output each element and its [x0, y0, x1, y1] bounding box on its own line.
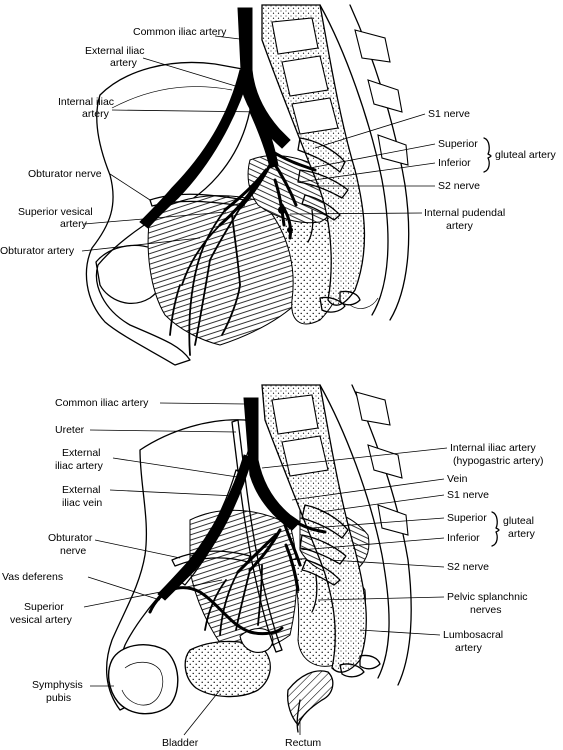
- label-obturator-artery-top: Obturator artery: [0, 245, 75, 257]
- label-lumbosacral-artery-1: Lumbosacral: [443, 629, 503, 641]
- label-lumbosacral-artery-2: artery: [455, 642, 483, 654]
- label-internal-iliac-artery-bottom-2: (hypogastric artery): [453, 455, 543, 467]
- top-illustration: [85, 4, 410, 366]
- label-superior-gluteal-top: Superior: [438, 138, 478, 150]
- label-s2-nerve-bottom: S2 nerve: [447, 561, 489, 573]
- label-superior-vesical-artery-top-2: artery: [60, 218, 88, 230]
- label-inferior-gluteal-bottom: Inferior: [447, 532, 480, 544]
- label-gluteal-artery-bottom-1: gluteal: [503, 515, 534, 527]
- top-common-iliac-artery: [237, 7, 291, 149]
- label-external-iliac-artery-top-2: artery: [110, 57, 138, 69]
- label-superior-vesical-artery-top-1: Superior vesical: [18, 206, 93, 218]
- brace-gluteal-bottom: [491, 511, 500, 547]
- bottom-illustration: [106, 384, 412, 733]
- label-internal-pudendal-artery-top-2: artery: [446, 220, 474, 232]
- label-inferior-gluteal-top: Inferior: [438, 157, 471, 169]
- label-superior-vesical-artery-bottom-2: vesical artery: [10, 614, 73, 626]
- label-internal-iliac-artery-top-2: artery: [82, 108, 110, 120]
- label-obturator-nerve-bottom-1: Obturator: [48, 532, 93, 544]
- label-vein: Vein: [447, 473, 468, 485]
- label-internal-iliac-artery-top-1: Internal iliac: [58, 96, 114, 108]
- label-common-iliac-artery-top: Common iliac artery: [133, 26, 227, 38]
- brace-gluteal-top: [483, 137, 492, 173]
- top-external-iliac-artery: [139, 69, 251, 229]
- bottom-labels: Common iliac artery Ureter External ilia…: [2, 397, 543, 749]
- label-internal-pudendal-artery-top-1: Internal pudendal: [424, 207, 505, 219]
- ureter-shape: [231, 419, 283, 653]
- bottom-common-iliac-artery: [243, 397, 301, 531]
- label-superior-vesical-artery-bottom-1: Superior: [24, 601, 64, 613]
- label-internal-iliac-artery-bottom-1: Internal iliac artery: [450, 442, 537, 454]
- label-external-iliac-artery-bottom-2: iliac artery: [55, 460, 104, 472]
- label-gluteal-artery-top: gluteal artery: [495, 149, 556, 161]
- label-s1-nerve-bottom: S1 nerve: [447, 489, 489, 501]
- label-s1-nerve-top: S1 nerve: [428, 108, 470, 120]
- label-symphysis-pubis-2: pubis: [46, 692, 71, 704]
- label-external-iliac-artery-bottom-1: External: [62, 447, 101, 459]
- label-obturator-nerve-top: Obturator nerve: [28, 168, 102, 180]
- bladder-shape: [184, 640, 271, 698]
- label-pelvic-splanchnic-nerves-2: nerves: [470, 604, 502, 616]
- label-rectum: Rectum: [285, 737, 321, 749]
- top-labels: Common iliac artery External iliac arter…: [0, 26, 556, 257]
- label-obturator-nerve-bottom-2: nerve: [60, 545, 86, 557]
- label-external-iliac-vein-1: External: [62, 484, 101, 496]
- symphysis-pubis-shape: [107, 644, 179, 715]
- label-pelvic-splanchnic-nerves-1: Pelvic splanchnic: [447, 591, 528, 603]
- label-common-iliac-artery-bottom: Common iliac artery: [55, 397, 149, 409]
- label-ureter: Ureter: [55, 424, 85, 436]
- label-s2-nerve-top: S2 nerve: [438, 180, 480, 192]
- label-bladder: Bladder: [162, 737, 199, 749]
- label-superior-gluteal-bottom: Superior: [447, 512, 487, 524]
- label-gluteal-artery-bottom-2: artery: [508, 528, 536, 540]
- top-hip-bone: [85, 61, 251, 366]
- label-external-iliac-artery-top-1: External iliac: [85, 45, 145, 57]
- rectum-shape: [286, 670, 334, 727]
- label-external-iliac-vein-2: iliac vein: [62, 497, 102, 509]
- label-symphysis-pubis-1: Symphysis: [32, 679, 83, 691]
- label-vas-deferens: Vas deferens: [2, 571, 63, 583]
